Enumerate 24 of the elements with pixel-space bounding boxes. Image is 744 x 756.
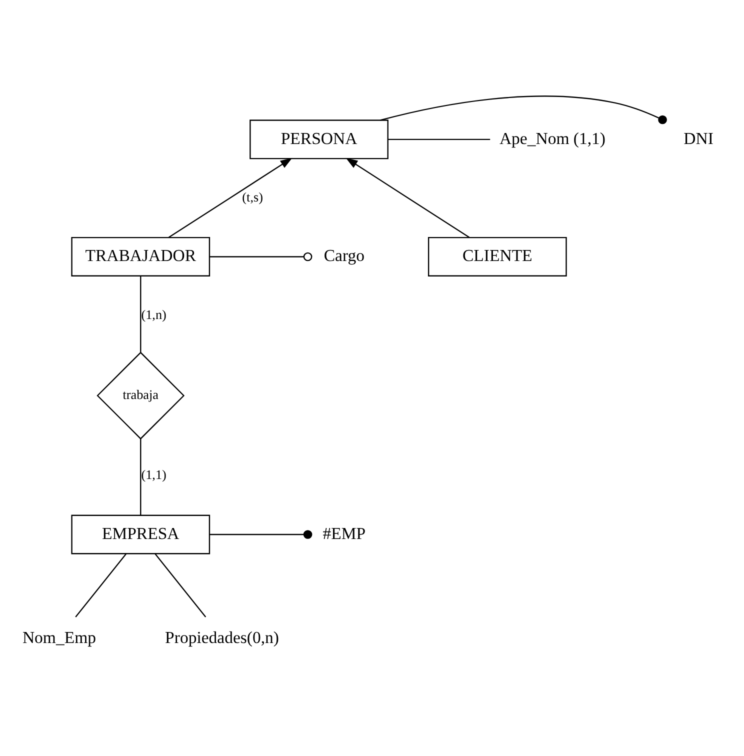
- node-box: PERSONA: [250, 120, 388, 160]
- connector: [380, 96, 667, 124]
- node-text: Nom_Emp: [22, 628, 96, 648]
- node-box: EMPRESA: [71, 514, 210, 554]
- node-text: #EMP: [322, 524, 366, 543]
- node-text: Propiedades(0,n): [165, 628, 280, 648]
- connector: [75, 554, 127, 618]
- arrow: [168, 158, 292, 238]
- node-text: DNI: [684, 128, 714, 148]
- node-text: Ape_Nom (1,1): [499, 128, 606, 148]
- edge-label: (1,1): [141, 467, 166, 482]
- node-text: Cargo: [324, 246, 364, 266]
- node-box: CLIENTE: [428, 237, 567, 276]
- connector: [388, 138, 490, 140]
- connector: [140, 438, 142, 516]
- connector: [154, 554, 206, 618]
- connector: [210, 530, 312, 539]
- connector: [210, 252, 312, 262]
- edge-label: (1,n): [141, 306, 166, 322]
- arrow: [346, 158, 470, 238]
- node-diamond: trabaja: [96, 352, 185, 440]
- edge-label: (t,s): [242, 189, 263, 204]
- connector: [140, 276, 142, 352]
- node-box: TRABAJADOR: [71, 237, 210, 276]
